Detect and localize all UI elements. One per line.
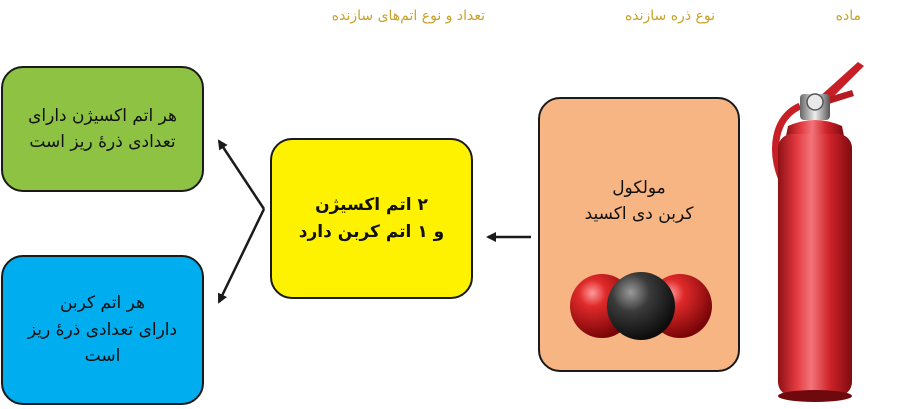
molecule-title: مولکول <box>612 178 666 198</box>
atoms-text-line2: و ۱ اتم کربن دارد <box>298 221 445 242</box>
arrow-atoms-to-oxygen <box>217 139 266 210</box>
atoms-text-line1: ۲ اتم اکسیژن <box>315 195 428 216</box>
header-matter: ماده <box>835 8 861 24</box>
header-particle-type: نوع ذره سازنده <box>624 8 715 24</box>
carbon-text-line1: هر اتم کربن <box>59 293 146 314</box>
oxygen-text-line2: تعدادی ذرۀ ریز است <box>29 132 176 152</box>
co2-molecule-icon <box>570 272 712 340</box>
header-atoms-count-type: تعداد و نوع اتم‌های سازنده <box>331 8 485 24</box>
fire-extinguisher-icon <box>772 62 864 402</box>
carbon-atom <box>607 272 675 340</box>
oxygen-atom-box: هر اتم اکسیژن دارای تعدادی ذرۀ ریز است <box>1 66 204 192</box>
oxygen-text-line1: هر اتم اکسیژن دارای <box>28 105 177 126</box>
atoms-composition-box: ۲ اتم اکسیژن و ۱ اتم کربن دارد <box>270 138 473 299</box>
molecule-name: کربن دی اکسید <box>584 204 694 225</box>
carbon-text-line2: دارای تعدادی ذرۀ ریز <box>27 319 178 340</box>
arrow-atoms-to-carbon <box>217 208 266 304</box>
carbon-atom-box: هر اتم کربن دارای تعدادی ذرۀ ریز است <box>1 255 204 405</box>
carbon-text-line3: است <box>84 346 121 367</box>
